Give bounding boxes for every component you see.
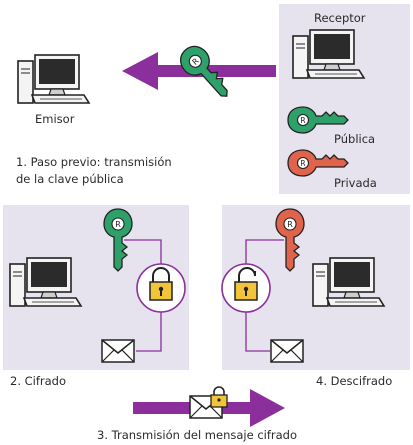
envelope-icon [270,339,304,363]
computer-icon [9,257,82,307]
computer-icon [292,29,365,79]
public-key-label: Pública [334,132,376,146]
emisor-label: Emisor [35,112,75,126]
step2-caption: 2. Cifrado [10,374,67,388]
padlock-icon [234,267,258,301]
padlock-icon [210,386,228,408]
key-icon [287,106,349,134]
step4-caption: 4. Descifrado [316,374,393,388]
step3-caption: 3. Transmisión del mensaje cifrado [97,428,298,442]
private-key-label: Privada [334,176,377,190]
transmission-arrow-public-key [122,52,276,90]
computer-icon [312,257,385,307]
receptor-label: Receptor [314,11,366,25]
computer-icon [17,54,90,104]
envelope-icon [101,339,135,363]
padlock-icon [149,267,173,301]
key-icon [287,149,349,177]
step1-caption-line1: 1. Paso previo: transmisión [16,155,172,169]
step1-caption-line2: de la clave pública [16,172,124,186]
